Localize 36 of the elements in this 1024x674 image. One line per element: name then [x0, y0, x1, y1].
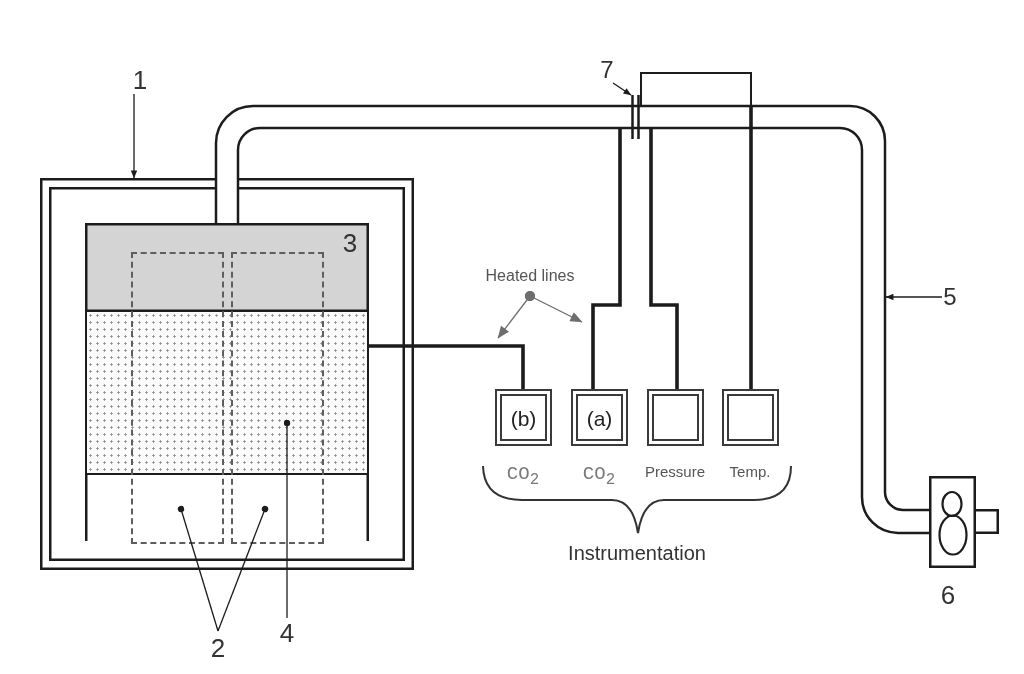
sensor-housing	[640, 72, 752, 107]
callout-number: 6	[940, 582, 956, 608]
callout-number: 5	[943, 285, 957, 309]
connecting-line	[749, 107, 753, 389]
dotted-bed	[85, 310, 369, 475]
instrument-label: (a)	[586, 407, 613, 428]
callout-number: 7	[600, 58, 614, 82]
dashed-outline	[231, 252, 324, 544]
arrow	[885, 293, 943, 301]
leader-line	[283, 419, 291, 619]
dashed-outline	[131, 252, 224, 544]
instrument-box	[571, 389, 628, 446]
callout-number: 2	[210, 635, 226, 661]
instrument-name: Pressure	[645, 463, 705, 479]
instrument-box	[647, 389, 704, 446]
arrow	[612, 82, 632, 96]
instrument-label: (b)	[510, 407, 537, 428]
arrow	[130, 93, 138, 179]
instrument-box	[495, 389, 552, 446]
arrow	[524, 290, 583, 323]
leader-line	[177, 505, 219, 632]
callout-number: 1	[132, 67, 148, 93]
flange	[631, 94, 640, 140]
group-label: Instrumentation	[568, 543, 706, 563]
callout-number: 3	[342, 230, 358, 256]
leader-line	[217, 505, 269, 632]
instrument-name: CO$_{2}$	[506, 465, 540, 489]
enclosure	[40, 178, 414, 570]
instrument-box	[722, 389, 779, 446]
instrument-name: Temp.	[729, 463, 771, 479]
connecting-line	[368, 344, 525, 389]
connecting-line	[649, 129, 679, 389]
annotation-text: Heated lines	[485, 268, 575, 284]
connecting-line	[591, 129, 622, 389]
callout-number: 4	[279, 620, 295, 646]
instrument-name: CO$_{2}$	[582, 465, 616, 489]
